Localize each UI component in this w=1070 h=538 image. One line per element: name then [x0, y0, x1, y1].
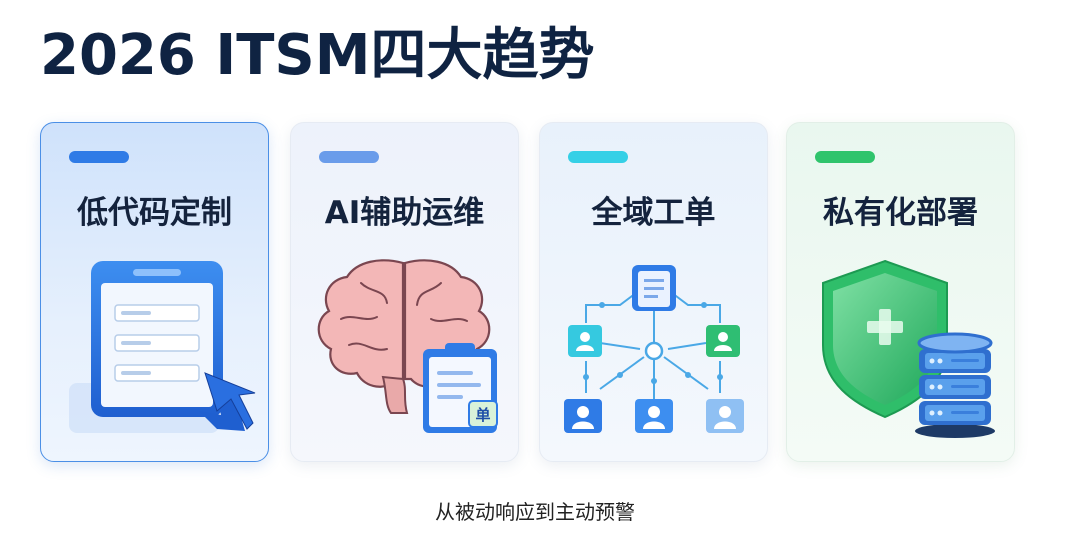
trend-card-private-deploy[interactable]: 私有化部署 — [786, 122, 1015, 462]
trend-card-low-code[interactable]: 低代码定制 — [40, 122, 269, 462]
trend-card-tickets[interactable]: 全域工单 — [539, 122, 768, 462]
accent-pill — [69, 151, 129, 163]
ai-brain-icon: 单 — [317, 259, 498, 433]
card-title: 全域工单 — [591, 195, 716, 231]
low-code-form-icon — [69, 261, 256, 433]
badge-text: 单 — [475, 406, 490, 424]
shield-server-icon — [822, 259, 995, 438]
page-title: 2026 ITSM四大趋势 — [40, 23, 595, 88]
trend-card-ai-ops[interactable]: AI辅助运维 单 — [290, 122, 519, 462]
card-title: 低代码定制 — [77, 195, 232, 231]
footer-caption: 从被动响应到主动预警 — [435, 500, 635, 524]
accent-pill — [815, 151, 875, 163]
accent-pill — [319, 151, 379, 163]
card-title: AI辅助运维 — [324, 195, 485, 231]
accent-pill — [568, 151, 628, 163]
card-title: 私有化部署 — [823, 195, 978, 231]
ticket-network-icon — [564, 265, 744, 433]
